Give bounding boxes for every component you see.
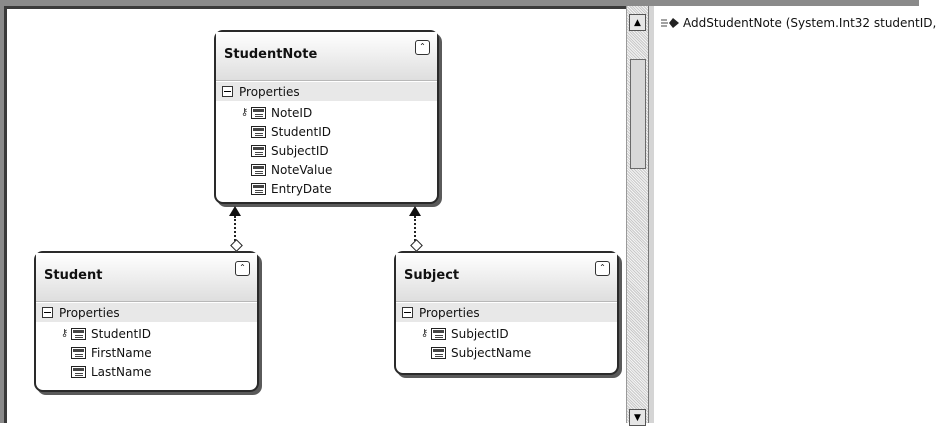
section-label: Properties [239,84,300,99]
property-icon [251,182,266,195]
property-icon [251,106,266,119]
property-item[interactable]: FirstName [58,343,257,362]
entity-header: Subject ⌃ [396,253,617,302]
property-label: StudentID [271,124,332,139]
property-item[interactable]: SubjectID [238,141,437,160]
method-icon [660,17,680,29]
method-details-panel: AddStudentNote (System.Int32 studentID, [654,6,936,423]
association-arrowhead [409,206,421,216]
properties-section[interactable]: Properties [216,82,437,101]
entity-title: StudentNote [224,47,318,62]
property-item[interactable]: SubjectName [418,343,617,362]
scroll-down-arrow-icon[interactable]: ▼ [629,409,646,426]
property-label: NoteID [271,105,313,120]
entity-header: Student ⌃ [36,253,257,302]
collapse-section-icon[interactable] [222,86,233,97]
property-item[interactable]: StudentID [238,122,437,141]
property-list: ⚷ NoteID StudentID SubjectID NoteValue En… [216,101,437,198]
collapse-section-icon[interactable] [402,307,413,318]
entity-student[interactable]: Student ⌃ Properties ⚷ StudentID FirstNam… [34,251,259,392]
window-frame-left [0,0,4,423]
canvas-border-left [4,6,7,423]
vertical-scrollbar[interactable]: ▲ ▼ [626,6,649,426]
property-icon [71,346,86,359]
property-item[interactable]: EntryDate [238,179,437,198]
property-item[interactable]: ⚷ StudentID [58,324,257,343]
property-icon [251,125,266,138]
section-label: Properties [419,305,480,320]
canvas-border-top [4,6,626,9]
property-icon [251,144,266,157]
property-item[interactable]: LastName [58,362,257,381]
properties-section[interactable]: Properties [396,303,617,322]
property-icon [251,163,266,176]
entity-studentnote[interactable]: StudentNote ⌃ Properties ⚷ NoteID Student… [214,30,439,204]
key-icon: ⚷ [240,107,249,118]
property-label: SubjectID [271,143,329,158]
property-label: LastName [91,364,152,379]
collapse-icon[interactable]: ⌃ [415,40,430,55]
property-item[interactable]: ⚷ NoteID [238,103,437,122]
property-label: NoteValue [271,162,333,177]
property-icon [71,365,86,378]
association-diamond [230,239,243,252]
entity-header: StudentNote ⌃ [216,32,437,81]
scrollbar-thumb[interactable] [630,59,646,169]
property-icon [71,327,86,340]
property-label: FirstName [91,345,152,360]
property-icon [431,327,446,340]
association-line[interactable] [414,216,418,241]
property-icon [431,346,446,359]
panel-splitter[interactable] [648,6,654,423]
section-label: Properties [59,305,120,320]
property-label: EntryDate [271,181,332,196]
method-label: AddStudentNote (System.Int32 studentID, [683,16,936,30]
scroll-up-arrow-icon[interactable]: ▲ [629,14,646,31]
property-label: SubjectName [451,345,532,360]
property-item[interactable]: NoteValue [238,160,437,179]
method-item[interactable]: AddStudentNote (System.Int32 studentID, [660,16,936,30]
association-arrowhead [229,206,241,216]
property-list: ⚷ SubjectID SubjectName [396,322,617,362]
collapse-section-icon[interactable] [42,307,53,318]
property-list: ⚷ StudentID FirstName LastName [36,322,257,381]
window-frame-top [0,0,919,6]
collapse-icon[interactable]: ⌃ [595,261,610,276]
association-line[interactable] [234,216,238,241]
property-item[interactable]: ⚷ SubjectID [418,324,617,343]
diagram-canvas[interactable]: StudentNote ⌃ Properties ⚷ NoteID Student… [7,9,626,423]
key-icon: ⚷ [60,328,69,339]
properties-section[interactable]: Properties [36,303,257,322]
association-diamond [410,239,423,252]
entity-title: Subject [404,268,460,283]
entity-title: Student [44,268,103,283]
key-icon: ⚷ [420,328,429,339]
collapse-icon[interactable]: ⌃ [235,261,250,276]
property-label: SubjectID [451,326,509,341]
property-label: StudentID [91,326,152,341]
entity-subject[interactable]: Subject ⌃ Properties ⚷ SubjectID SubjectN… [394,251,619,375]
